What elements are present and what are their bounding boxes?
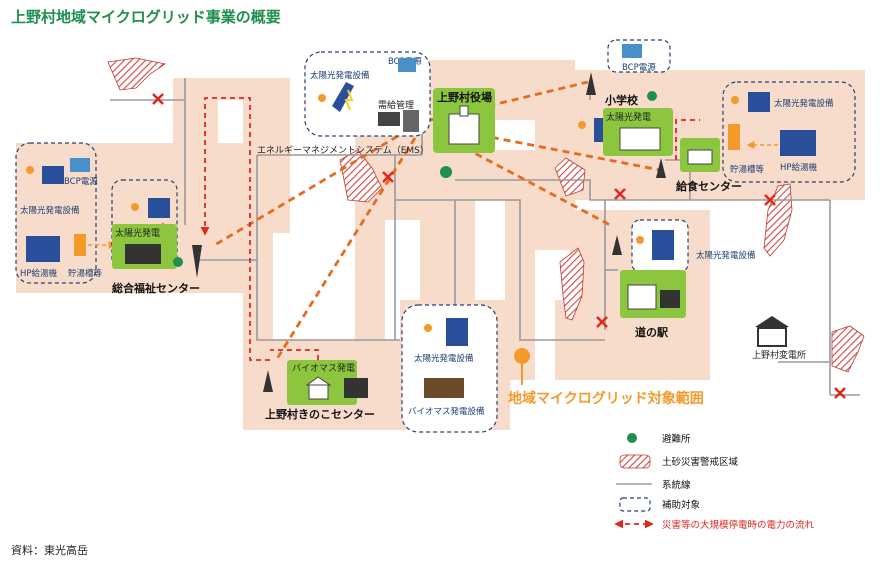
substation-label: 上野村変電所 — [752, 349, 806, 361]
ems-label: エネルギーマネジメントシステム（EMS） — [257, 145, 429, 156]
welfare-center-label: 総合福祉センター — [112, 281, 200, 295]
antenna-icon — [586, 72, 596, 95]
legend-label: 補助対象 — [662, 499, 701, 511]
lunch-center-label: 給食センター — [676, 179, 742, 193]
station-building-icon — [627, 284, 657, 310]
ems-solar-label: 太陽光発電設備 — [310, 70, 370, 81]
legend-item-landslide: 土砂災害警戒区域 — [619, 454, 739, 469]
roadside-station-group: 太陽光発電設備 道の駅 — [612, 219, 756, 339]
welfare-hp-label: HP給湯機 — [20, 268, 58, 279]
page-title: 上野村地域マイクログリッド事業の概要 — [11, 8, 281, 26]
welfare-tank-label: 貯湯槽等 — [68, 268, 103, 279]
logs-icon — [424, 378, 464, 398]
office-building-icon — [448, 113, 480, 145]
bcp-generator-icon — [70, 158, 90, 172]
school-label: 小学校 — [604, 93, 639, 107]
area-marker — [514, 348, 530, 385]
hp-water-heater-icon — [26, 236, 60, 262]
village-office: 上野村役場 — [433, 88, 495, 153]
sun-icon — [578, 121, 586, 129]
bcp-generator-icon — [398, 58, 416, 72]
biomass-generator-icon — [344, 378, 368, 398]
disconnect-x-icon — [834, 387, 846, 399]
disconnect-x-icon — [596, 316, 608, 328]
antenna-icon — [192, 245, 202, 278]
legend-label: 土砂災害警戒区域 — [662, 456, 739, 468]
legend-label: 系統線 — [662, 479, 691, 491]
computer-icon — [378, 112, 400, 126]
legend-item-evacuation: 避難所 — [627, 433, 691, 445]
building-icon — [125, 244, 161, 264]
sun-icon — [424, 324, 432, 332]
solar-panel-icon — [332, 82, 354, 112]
substation-icon — [755, 316, 789, 327]
lunch-center-group: 太陽光発電設備 貯湯槽等 HP給湯機 給食センター — [656, 81, 856, 193]
sun-icon — [318, 94, 326, 102]
solar-panel-icon — [748, 92, 770, 112]
mushroom-biomass-label: バイオマス発電 — [292, 362, 355, 374]
vehicle-icon — [660, 290, 680, 308]
hot-water-tank-icon — [728, 124, 740, 150]
sun-icon — [731, 96, 739, 104]
evacuation-icon — [647, 91, 657, 101]
dashed-box-swatch — [619, 497, 651, 512]
evacuation-icon — [173, 257, 183, 267]
disconnect-x-icon — [614, 188, 626, 200]
mushroom-center-label: 上野村きのこセンター — [265, 407, 375, 421]
antenna-icon — [263, 370, 273, 392]
antenna-icon — [612, 235, 622, 255]
disconnect-x-icon — [382, 171, 394, 183]
biomass-solar-label: 太陽光発電設備 — [414, 353, 474, 364]
school-group: BCP電源 小学校 太陽光発電 — [578, 39, 673, 156]
legend-item-subsidy: 補助対象 — [619, 497, 701, 512]
disconnect-x-icon — [764, 194, 776, 206]
roadside-solar-label: 太陽光発電設備 — [696, 250, 756, 261]
school-bcp-label: BCP電源 — [622, 63, 656, 73]
ems-supply-label: 需給管理 — [378, 99, 414, 111]
legend-item-flow: 災害等の大規模停電時の電力の流れ — [614, 519, 815, 531]
source-note: 資料：東光高岳 — [11, 543, 88, 557]
ems-group: 太陽光発電設備 BCP電源 需給管理 — [304, 51, 431, 137]
school-building-icon — [619, 127, 661, 151]
hp-water-heater-icon — [780, 130, 816, 156]
solar-panel-icon — [652, 230, 674, 260]
biomass-group: 太陽光発電設備 バイオマス発電設備 — [401, 304, 498, 433]
lunch-tank-label: 貯湯槽等 — [730, 164, 765, 175]
legend-label: 災害等の大規模停電時の電力の流れ — [662, 519, 815, 531]
disconnect-points — [152, 93, 846, 399]
server-icon — [403, 110, 419, 132]
sun-icon — [131, 203, 139, 211]
evacuation-icon — [440, 166, 452, 178]
antenna-icon — [656, 158, 666, 178]
lunch-solar-label: 太陽光発電設備 — [774, 98, 834, 109]
sun-icon — [26, 166, 34, 174]
bcp-generator-icon — [622, 44, 642, 58]
welfare-solar-label: 太陽光発電 — [115, 227, 160, 239]
lunch-hp-label: HP給湯機 — [780, 162, 818, 173]
legend-label: 避難所 — [662, 433, 691, 445]
solar-panel-icon — [446, 318, 468, 346]
substation-group: 上野村変電所 — [752, 316, 806, 361]
roadside-station-label: 道の駅 — [635, 325, 668, 339]
welfare-solar-equipment-label: 太陽光発電設備 — [20, 205, 80, 216]
village-office-label: 上野村役場 — [437, 90, 492, 104]
legend-item-grid: 系統線 — [616, 479, 691, 491]
area-pin-icon — [514, 348, 530, 364]
welfare-bcp-label: BCP電源 — [64, 177, 98, 187]
sun-icon — [636, 236, 644, 244]
biomass-equipment-label: バイオマス発電設備 — [408, 406, 485, 417]
legend: 避難所 土砂災害警戒区域 系統線 補助対象 災害等の大規模停電時の電力の流れ — [614, 433, 815, 531]
area-label: 地域マイクログリッド対象範囲 — [508, 390, 704, 407]
hatched-zone-swatch — [619, 454, 651, 469]
mushroom-center-group: バイオマス発電 上野村きのこセンター — [263, 360, 375, 421]
school-solar-label: 太陽光発電 — [606, 111, 651, 123]
hot-water-tank-icon — [74, 234, 86, 256]
evacuation-icon — [627, 433, 637, 443]
welfare-center-group: BCP電源 太陽光発電設備 HP給湯機 貯湯槽等 太陽光発電 総合福祉センター — [15, 142, 202, 295]
solar-panel-icon — [148, 198, 170, 218]
disconnect-x-icon — [152, 93, 164, 105]
building-icon — [687, 149, 713, 165]
solar-panel-icon — [42, 166, 64, 184]
